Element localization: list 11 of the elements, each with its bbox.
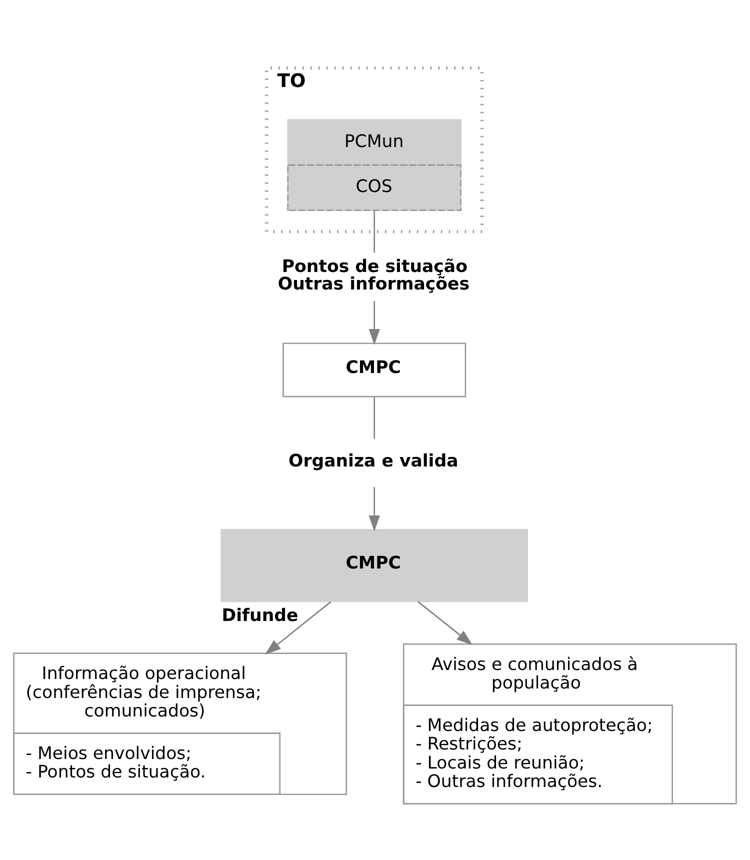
connector: [374, 210, 375, 252]
arrow: [368, 486, 380, 532]
node-box: CMPC: [220, 528, 528, 602]
arrow: [264, 600, 332, 654]
node-box: CMPC: [282, 342, 466, 397]
connector: [374, 396, 375, 438]
node-text: Organiza e valida: [288, 450, 458, 471]
arrow: [418, 600, 473, 645]
node-text: Pontos de situação Outras informações: [278, 256, 470, 294]
arrow: [368, 300, 380, 344]
edge-label: Difunde: [222, 606, 298, 626]
